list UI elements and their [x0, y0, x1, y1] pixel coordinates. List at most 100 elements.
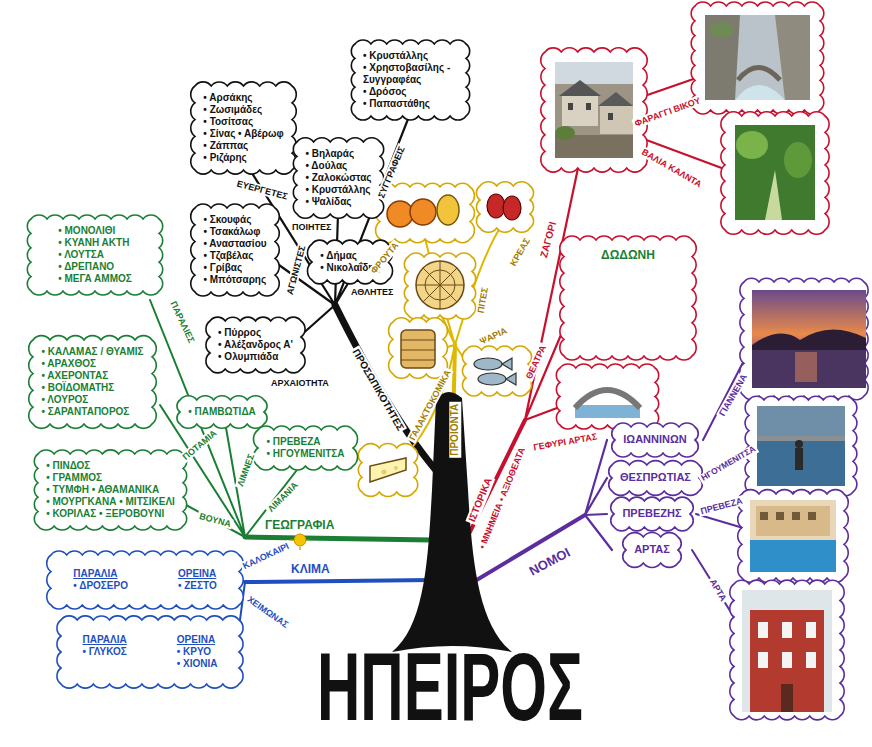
- branch-label: ΨΑΡΙΑ: [476, 325, 510, 348]
- food-drawings-part: [502, 358, 512, 370]
- branch-label: ΗΓΟΥΜΕΝΙΤΣΑ: [698, 443, 759, 484]
- cloud-content: ΠΡΕΒΕΖΗΣ: [614, 501, 689, 526]
- cloud-frame: [730, 580, 844, 720]
- cloud-content: ΔΩΔΩΝΗ: [593, 239, 663, 268]
- cloud-text: • ΚΥΑΝΗ ΑΚΤΗ: [58, 237, 129, 249]
- cloud-shape: [177, 396, 267, 429]
- cloud-shape: [611, 497, 694, 531]
- text-column: ΘΕΣΠΡΩΤΙΑΣ: [620, 471, 691, 484]
- cloud-node: ΘΕΣΠΡΩΤΙΑΣ: [611, 464, 700, 492]
- food-drawings-part: [370, 458, 406, 482]
- cloud-text: • ΜΕΓΑ ΑΜΜΟΣ: [58, 273, 132, 285]
- photo-arta-part: [742, 590, 832, 712]
- photo-ioannina-part: [795, 352, 817, 382]
- cloud-frame: [462, 346, 531, 396]
- cloud-text: ΠΑΡΑΛΙΑ: [83, 634, 127, 646]
- cloud-shape: [253, 426, 357, 470]
- cloud-text: ΟΡΕΙΝΑ: [177, 634, 215, 646]
- cloud-text: • ΠΙΝΔΟΣ: [46, 460, 90, 472]
- food-drawings-part: [401, 340, 435, 360]
- branch-label: ΠΑΡΑΛΙΕΣ: [167, 298, 197, 347]
- photo-arta-part: [758, 622, 768, 638]
- photo-preveza-part: [808, 512, 816, 520]
- cloud-frame: [376, 183, 475, 243]
- cloud-node: ΙΩΑΝΝΙΝΩΝ: [614, 426, 696, 454]
- text-column: ΠΑΡΑΛΙΑ• ΔΡΟΣΕΡΟ: [73, 568, 128, 592]
- cloud-text: • ΛΟΥΡΟΣ: [41, 394, 88, 406]
- text-column: ΟΡΕΙΝΑ• ΖΕΣΤΟ: [178, 568, 217, 592]
- cloud-text: • Ζάππας: [203, 140, 248, 152]
- cloud-shape: [191, 204, 280, 296]
- food-drawings-part: [506, 373, 516, 385]
- sun-symbol-part: [290, 530, 310, 550]
- cloud-node: • ΚΑΛΑΜΑΣ / ΘΥΑΜΙΣ• ΑΡΑΧΘΟΣ• ΑΧΕΡΟΝΤΑΣ• …: [32, 339, 153, 425]
- branch-label: ΑΡΧΑΙΟΤΗΤΑ: [269, 378, 331, 388]
- branch-label: ΘΕΑΤΡΑ: [523, 342, 549, 383]
- cloud-text: • Κρυστάλλης: [363, 50, 428, 62]
- photo-igoumenitsa: [757, 406, 845, 486]
- blue-branch: [236, 576, 432, 650]
- cloud-frame: [721, 112, 829, 235]
- cloud-shape: [29, 336, 157, 429]
- cloud-content: • ΠΙΝΔΟΣ• ΓΡΑΜΜΟΣ• ΤΥΜΦΗ • ΑΘΑΜΑΝΙΚΑ• ΜΟ…: [38, 454, 183, 526]
- photo-preveza-part: [750, 540, 836, 572]
- branch-label: ΚΛΙΜΑ: [289, 563, 332, 577]
- food-drawings-part: [394, 466, 398, 470]
- cloud-text: • Γρίβας: [203, 262, 242, 274]
- photo-igoumenitsa-part: [757, 406, 845, 486]
- cloud-frame: [476, 182, 533, 233]
- photo-zagori-part: [608, 113, 613, 120]
- cloud-content: • Σκουφάς• Τσακάλωφ• Αναστασίου• Τζαβέλα…: [195, 208, 274, 292]
- photo-vikos-part: [735, 85, 785, 100]
- photo-zagori: [555, 62, 633, 158]
- cloud-text: • Ριζάρης: [203, 152, 246, 164]
- cloud-frame: [745, 396, 857, 496]
- cloud-text: ΟΡΕΙΝΑ: [178, 568, 216, 580]
- cloud-text: • ΠΡΕΒΕΖΑ: [266, 436, 320, 448]
- photo-igoumenitsa-part: [795, 448, 803, 470]
- food-drawings-part: [387, 201, 413, 227]
- photo-arta: [742, 590, 832, 712]
- text-column: ΠΑΡΑΛΙΑ• ΓΛΥΚΟΣ: [83, 634, 127, 670]
- photo-arta-part: [806, 652, 816, 668]
- sun-symbol-part: [294, 534, 306, 546]
- cloud-text: • ΛΟΥΤΣΑ: [58, 249, 104, 261]
- cloud-content: • Βηλαράς• Δούλας• Ζαλοκώστας• Κρυστάλλη…: [297, 142, 379, 214]
- cloud-text: • ΚΟΡΙΛΑΣ • ΞΕΡΟΒΟΥΝΙ: [46, 508, 164, 520]
- cloud-text: • ΚΑΛΑΜΑΣ / ΘΥΑΜΙΣ: [41, 346, 143, 358]
- text-column: ΟΡΕΙΝΑ• ΚΡΥΟ• ΧΙΟΝΙΑ: [177, 634, 218, 670]
- text-column: • Πύρρος• Αλέξανδρος Α'• Ολυμπιάδα: [218, 327, 293, 363]
- photo-valia-kalda-part: [784, 142, 812, 178]
- photo-zagori-part: [598, 92, 633, 106]
- cloud-node: • ΠΙΝΔΟΣ• ΓΡΑΜΜΟΣ• ΤΥΜΦΗ • ΑΘΑΜΑΝΙΚΑ• ΜΟ…: [37, 453, 184, 527]
- cloud-frame: [404, 253, 475, 319]
- cloud-node: ΠΡΕΒΕΖΗΣ: [613, 500, 691, 528]
- food-drawings-part: [478, 373, 506, 385]
- branch-label: ΑΘΛΗΤΕΣ: [349, 287, 395, 297]
- branch-label: ΚΑΛΟΚΑΙΡΙ: [239, 540, 292, 572]
- photo-ioannina-part: [752, 290, 866, 388]
- cloud-node: • Βηλαράς• Δούλας• Ζαλοκώστας• Κρυστάλλη…: [296, 141, 381, 215]
- cloud-text: • Αναστασίου: [203, 238, 266, 250]
- cloud-text: • ΠΑΜΒΩΤΙΔΑ: [188, 406, 256, 418]
- photo-zagori-part: [586, 103, 591, 110]
- photo-igoumenitsa-part: [795, 440, 803, 448]
- purple-branch-part: [585, 440, 612, 550]
- cloud-shape: [612, 423, 699, 457]
- text-column: ΠΡΕΒΕΖΗΣ: [622, 507, 681, 520]
- text-column: ΔΩΔΩΝΗ: [601, 248, 655, 262]
- cloud-shape: [47, 551, 244, 609]
- cloud-node: ΔΩΔΩΝΗ: [563, 239, 693, 357]
- photo-vikos-part: [775, 15, 810, 100]
- cloud-text: • Χρηστοβασίλης - Συγγραφέας: [363, 62, 458, 86]
- cloud-text: • Δρόσος: [363, 86, 407, 98]
- cloud-frame: [389, 318, 448, 379]
- photo-arta-part: [758, 652, 768, 668]
- photo-ioannina: [752, 290, 866, 388]
- cloud-content: ΠΑΡΑΛΙΑ• ΔΡΟΣΕΡΟ ΟΡΕΙΝΑ• ΖΕΣΤΟ: [65, 562, 224, 598]
- cloud-frame: [740, 278, 868, 400]
- photo-valia-kalda-part: [736, 131, 768, 159]
- text-column: • ΠΑΜΒΩΤΙΔΑ: [188, 406, 256, 418]
- cloud-content: • ΠΑΜΒΩΤΙΔΑ: [180, 400, 264, 424]
- cloud-node: • Σκουφάς• Τσακάλωφ• Αναστασίου• Τζαβέλα…: [194, 207, 276, 293]
